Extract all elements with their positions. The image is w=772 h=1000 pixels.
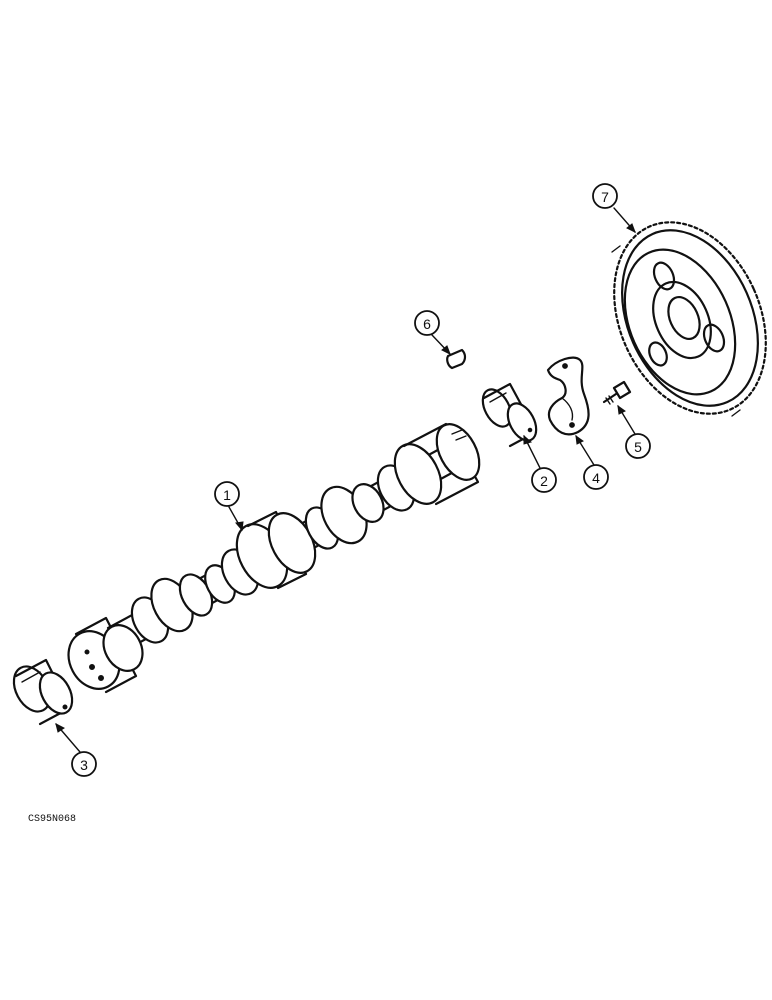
callout-5: 5 <box>617 404 651 459</box>
callout-7-label: 7 <box>601 189 609 205</box>
callout-4-label: 4 <box>592 470 600 486</box>
callout-3: 3 <box>55 723 97 777</box>
callout-7: 7 <box>592 183 636 234</box>
callout-3-label: 3 <box>80 757 88 773</box>
callout-5-label: 5 <box>634 439 642 455</box>
camshaft-bushing-rear <box>12 658 74 726</box>
woodruff-key <box>446 348 467 370</box>
callout-6: 6 <box>414 310 451 356</box>
thrust-plate <box>546 356 590 436</box>
camshaft-gear <box>611 221 767 417</box>
bolt <box>602 380 632 405</box>
callout-6-label: 6 <box>423 316 431 332</box>
callout-4: 4 <box>575 434 609 490</box>
callout-2: 2 <box>523 434 557 493</box>
camshaft-center-journal <box>235 510 317 590</box>
camshaft-lobes-middle <box>304 483 385 550</box>
camshaft-bushing-front <box>481 382 538 448</box>
camshaft-lobes-front <box>376 422 481 512</box>
camshaft-rear-flange <box>67 616 144 694</box>
camshaft <box>67 422 481 694</box>
drawing-code: CS95N068 <box>28 814 76 825</box>
callout-1: 1 <box>214 481 244 532</box>
callout-1-label: 1 <box>223 487 231 503</box>
callout-2-label: 2 <box>540 473 548 489</box>
